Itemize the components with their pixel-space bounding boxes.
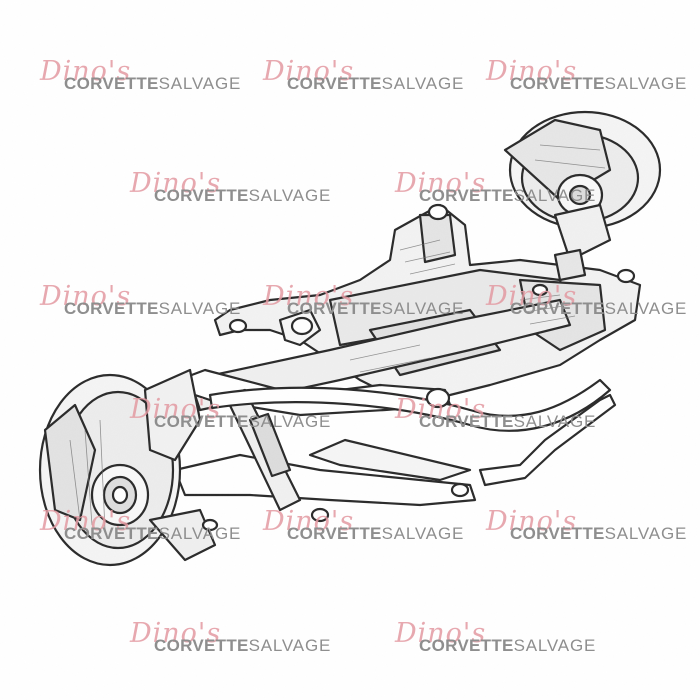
suspension-drawing (0, 0, 700, 700)
product-image: Dino's CORVETTESALVAGE Dino's CORVETTESA… (0, 0, 700, 700)
